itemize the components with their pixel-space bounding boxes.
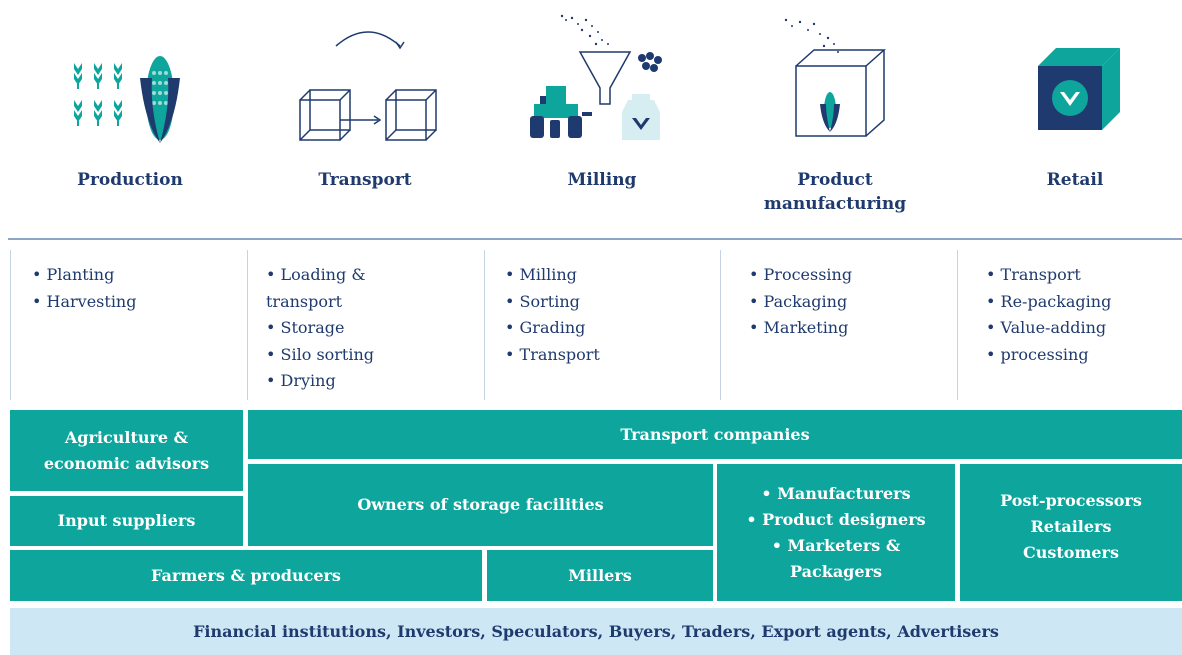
actor-label: Farmers & producers — [151, 565, 341, 585]
activity-item: • Drying — [266, 371, 336, 390]
activity-item: • Transport — [986, 265, 1081, 284]
activity-list-product-manufacturing: • Processing • Packaging • Marketing — [749, 262, 852, 342]
actor-label: Post-processors — [1000, 491, 1142, 510]
activity-list-retail: • Transport • Re-packaging • Value-addin… — [986, 262, 1111, 368]
actor-label: • Marketers & — [771, 535, 901, 555]
actor-millers: Millers — [487, 550, 713, 601]
actor-label: • Product designers — [746, 509, 926, 529]
activity-item: • Marketing — [749, 318, 849, 337]
activity-list-transport: • Loading & transport • Storage • Silo s… — [266, 262, 374, 395]
activity-item: • Re-packaging — [986, 291, 1112, 311]
actor-manufacturers: • Manufacturers • Product designers • Ma… — [717, 464, 955, 601]
activity-item: • Loading & — [266, 265, 366, 284]
financial-stakeholders-label: Financial institutions, Investors, Specu… — [193, 622, 999, 641]
activity-item: • Value-adding — [986, 318, 1107, 337]
stage-label-transport: Transport — [318, 170, 412, 190]
actor-label: Retailers — [1030, 517, 1112, 536]
actor-transport-companies: Transport companies — [248, 410, 1182, 459]
activity-item: • Grading — [505, 318, 586, 337]
actor-input-suppliers: Input suppliers — [10, 496, 243, 546]
activity-item: • Harvesting — [32, 291, 137, 311]
actor-label: Input suppliers — [57, 511, 196, 530]
product-box-icon — [784, 18, 886, 137]
activity-list-production: • Planting • Harvesting — [32, 262, 136, 315]
activity-item: • Transport — [505, 344, 600, 364]
activity-item: • Storage — [266, 318, 345, 337]
activity-item: • Milling — [505, 265, 577, 284]
actor-farmers-producers: Farmers & producers — [10, 550, 482, 601]
actor-label: Transport companies — [620, 424, 810, 444]
column-divider — [720, 250, 721, 400]
stage-label-production: Production — [77, 170, 183, 190]
actor-label: Agriculture & economic advisors — [43, 427, 210, 473]
financial-stakeholders-bar: Financial institutions, Investors, Specu… — [10, 608, 1182, 655]
activity-item: transport — [266, 291, 343, 311]
activity-item: • processing — [986, 344, 1089, 364]
retail-box-icon — [1038, 48, 1120, 130]
activity-item: • Processing — [749, 265, 853, 284]
activity-item: • Packaging — [749, 291, 848, 311]
milling-icon — [530, 14, 662, 140]
column-divider — [10, 250, 11, 400]
stage-label-retail: Retail — [1046, 170, 1104, 190]
activity-item: • Silo sorting — [266, 344, 375, 364]
column-divider — [957, 250, 958, 400]
stage-label-product-manufacturing: Product manufacturing — [763, 170, 907, 214]
stage-label-milling: Milling — [567, 170, 637, 190]
activity-item: • Planting — [32, 265, 115, 284]
actor-label: Millers — [568, 565, 632, 585]
actor-agriculture-advisors: Agriculture & economic advisors — [10, 410, 243, 491]
column-divider — [247, 250, 248, 400]
actor-label: • Manufacturers — [761, 483, 911, 503]
actor-label: Packagers — [790, 561, 882, 581]
activity-item: • Sorting — [505, 291, 580, 311]
corn-crop-icon — [74, 56, 180, 143]
actor-label: Owners of storage facilities — [357, 495, 604, 514]
cube-transfer-icon — [299, 31, 437, 141]
actor-storage-owners: Owners of storage facilities — [248, 464, 713, 546]
actor-label: Customers — [1023, 543, 1119, 562]
activity-list-milling: • Milling • Sorting • Grading • Transpor… — [505, 262, 600, 368]
actor-retail-group: Post-processors Retailers Customers — [960, 464, 1182, 601]
stage-divider — [8, 238, 1182, 240]
column-divider — [484, 250, 485, 400]
